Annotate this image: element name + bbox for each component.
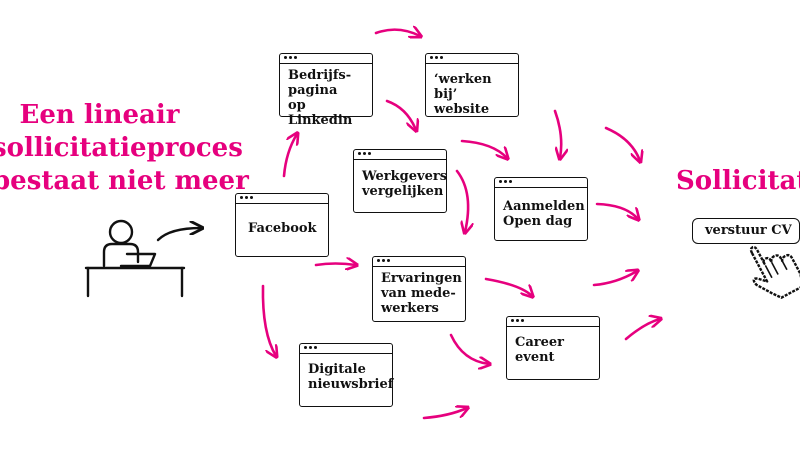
window-label: Aanmelden Open dag (503, 199, 585, 229)
arrow-1 (374, 30, 420, 36)
arrow-2 (282, 134, 297, 178)
arrow-4 (460, 139, 507, 158)
arrow-10 (261, 284, 276, 356)
window-ervaringen: Ervaringen van mede- werkers (372, 256, 466, 322)
verstuur-cv-button[interactable]: verstuur CV (692, 218, 800, 244)
arrow-12 (592, 271, 637, 287)
window-label: ‘werken bij’ website (434, 72, 492, 117)
window-label: Ervaringen van mede- werkers (381, 271, 462, 316)
heading-sollicitatie: Sollicitatie (676, 166, 800, 196)
heading-line: Een lineair (19, 100, 180, 130)
arrow-14 (624, 319, 660, 341)
window-dots-icon (284, 56, 297, 59)
arrow-15 (422, 408, 467, 420)
window-label: Career event (515, 335, 565, 365)
window-linkedin: Bedrijfs- pagina op Linkedin (279, 53, 373, 128)
person-at-laptop-icon (84, 219, 201, 298)
window-label: Werkgevers vergelijken (362, 169, 448, 199)
window-werken-bij: ‘werken bij’ website (425, 53, 519, 117)
window-dots-icon (240, 196, 253, 199)
window-werkgevers: Werkgevers vergelijken (353, 149, 447, 213)
arrow-13 (449, 333, 489, 364)
window-dots-icon (304, 346, 317, 349)
arrow-7 (455, 169, 468, 232)
arrow-8 (595, 202, 638, 219)
arrow-3 (385, 99, 416, 130)
window-dots-icon (377, 259, 390, 262)
window-dots-icon (358, 152, 371, 155)
window-career-event: Career event (506, 316, 600, 380)
window-dots-icon (430, 56, 443, 59)
window-label: Digitale nieuwsbrief (308, 362, 394, 392)
heading-line: sollicitatieproces (0, 133, 243, 163)
arrow-5 (553, 109, 561, 158)
window-dots-icon (499, 180, 512, 183)
arrow-9 (314, 264, 356, 266)
arrow-6 (604, 126, 640, 161)
window-open-dag: Aanmelden Open dag (494, 177, 588, 241)
arrow-11 (484, 277, 532, 296)
window-label: Bedrijfs- pagina op Linkedin (288, 68, 353, 128)
window-facebook: Facebook (235, 193, 329, 257)
pointing-hand-cursor-icon (749, 245, 800, 299)
window-nieuwsbrief: Digitale nieuwsbrief (299, 343, 393, 407)
heading-line: bestaat niet meer (0, 166, 249, 196)
heading-linear-process: Een lineair sollicitatieproces bestaat n… (0, 99, 249, 198)
window-label: Facebook (248, 221, 317, 236)
window-dots-icon (511, 319, 524, 322)
